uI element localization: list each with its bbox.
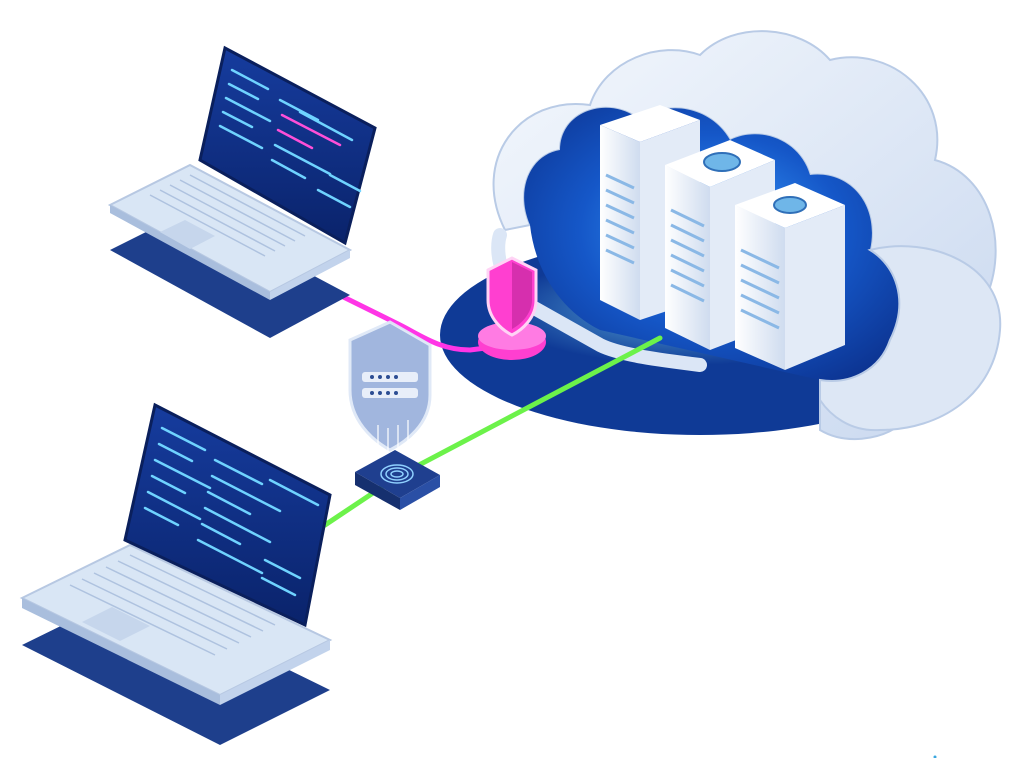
fan-icon: [773, 196, 807, 214]
fingerprint-icon: [380, 464, 414, 484]
shield-lock-icon: [348, 320, 432, 452]
pink-security-shield: [478, 256, 546, 360]
touchpad: [82, 607, 150, 641]
server-rack-3: [735, 183, 845, 370]
keyboard-icon: [149, 174, 306, 257]
cloud-lower-lobe: [819, 245, 1002, 432]
fingerprint-scanner: [355, 450, 440, 510]
laptop-screen: [123, 402, 332, 628]
code-lines: [218, 68, 362, 209]
touchpad: [160, 220, 215, 249]
code-lines: [143, 426, 320, 597]
speck: [933, 755, 937, 758]
secure-link-pink: [302, 275, 513, 353]
password-shield: [348, 320, 432, 462]
keyboard-icon: [69, 554, 276, 656]
fan-icon: [703, 152, 741, 172]
laptop-top: [107, 45, 377, 338]
cloud-rim: [491, 228, 707, 372]
laptop-bottom: [19, 402, 333, 745]
laptop-screen: [198, 45, 377, 246]
